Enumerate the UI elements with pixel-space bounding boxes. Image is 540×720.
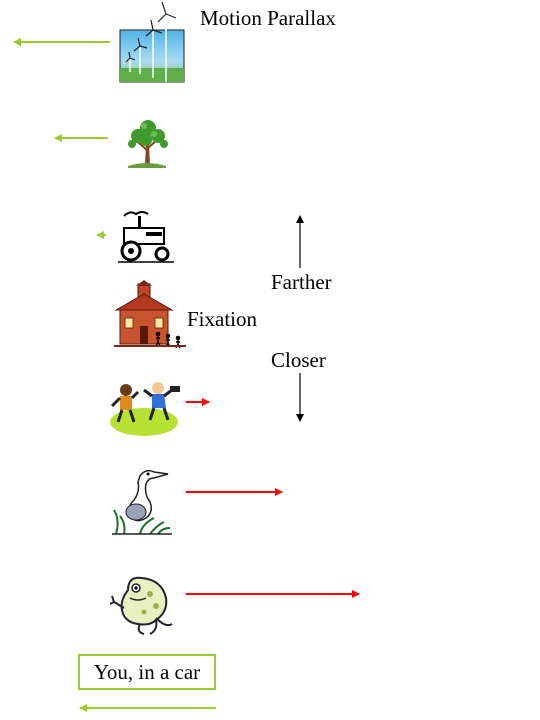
schoolhouse-icon [114, 280, 186, 349]
viewer-box: You, in a car [78, 654, 216, 690]
diagram-title: Motion Parallax [200, 6, 336, 30]
heron-icon [112, 469, 172, 535]
frog-icon [110, 576, 173, 635]
tree-icon [128, 120, 168, 168]
viewer-label: You, in a car [93, 659, 201, 684]
farther-label: Farther [271, 270, 332, 294]
fixation-label: Fixation [187, 307, 258, 331]
closer-label: Closer [271, 348, 326, 372]
tractor-icon [118, 211, 174, 263]
children-icon [110, 382, 180, 436]
wind-turbines-icon [119, 1, 185, 83]
